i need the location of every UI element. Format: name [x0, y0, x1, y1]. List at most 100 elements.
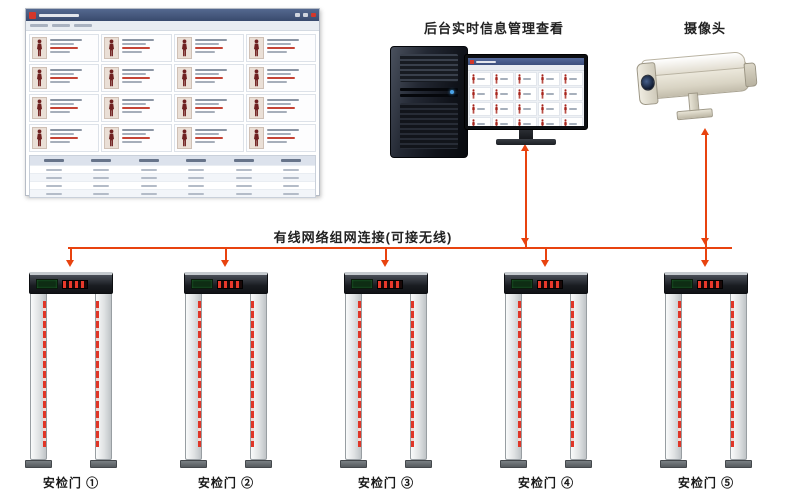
text-skeleton-line — [266, 137, 295, 139]
monitor-screen — [464, 54, 588, 130]
window-titlebar — [26, 9, 319, 21]
record-text-lines — [266, 67, 299, 89]
text-skeleton-line — [266, 99, 299, 101]
monitor-record-cell — [515, 102, 537, 116]
text-skeleton-line — [194, 43, 219, 45]
record-cell — [29, 124, 100, 152]
monitor-stand-base — [496, 139, 556, 145]
monitor-record-cell — [515, 117, 537, 126]
text-skeleton-line — [50, 129, 82, 131]
server-vents — [400, 54, 458, 82]
monitor-record-cell — [561, 87, 583, 101]
text-skeleton-line — [50, 77, 78, 79]
text-skeleton-line — [266, 73, 291, 75]
monitor-record-cell — [538, 87, 560, 101]
cell-skeleton — [188, 192, 205, 195]
table-header — [30, 156, 315, 165]
text-skeleton-line — [50, 43, 74, 45]
arrowhead-down-icon — [221, 260, 229, 267]
text-skeleton-line — [50, 107, 78, 109]
monitor-record-cell — [492, 102, 514, 116]
record-cell — [101, 124, 172, 152]
gate-right-panel — [730, 292, 747, 460]
gate-right-panel — [570, 292, 587, 460]
text-skeleton-line — [266, 43, 291, 45]
camera-bracket-base — [676, 108, 714, 121]
gate-label: 安检门 ② — [197, 476, 255, 490]
person-thumbnail — [104, 67, 120, 89]
gate-led-strip — [518, 301, 521, 447]
text-skeleton-line — [50, 99, 82, 101]
gate-control-panel — [344, 272, 428, 294]
arrowhead-down-icon — [701, 238, 709, 245]
monitor-record-cell — [469, 117, 491, 126]
person-thumbnail — [176, 67, 192, 89]
column-header-skeleton — [91, 159, 112, 162]
arrowhead-down-icon — [701, 260, 709, 267]
person-thumbnail — [32, 67, 47, 89]
record-cell — [245, 94, 316, 122]
monitor-record-cell — [492, 117, 514, 126]
person-thumbnail — [176, 37, 192, 59]
record-text-lines — [50, 67, 82, 89]
person-thumbnail — [176, 127, 192, 149]
text-skeleton-line — [122, 81, 143, 83]
table-row — [30, 173, 315, 181]
text-skeleton-line — [122, 51, 143, 53]
cell-skeleton — [45, 176, 62, 179]
text-skeleton-line — [194, 103, 219, 105]
table-rows — [30, 165, 315, 197]
monitor-record-cell — [469, 72, 491, 86]
gate-control-panel — [504, 272, 588, 294]
text-skeleton-line — [50, 103, 74, 105]
network-label: 有线网络组网连接(可接无线) — [273, 230, 453, 245]
text-skeleton-line — [50, 69, 82, 71]
security-gate — [180, 272, 272, 468]
record-cell — [173, 124, 244, 152]
gate-display — [671, 279, 693, 289]
text-skeleton-line — [194, 141, 215, 143]
text-skeleton-line — [266, 141, 287, 143]
window-toolbar — [26, 21, 319, 31]
text-skeleton-line — [194, 77, 223, 79]
cell-skeleton — [235, 176, 252, 179]
gate-led-strip — [731, 301, 734, 447]
gate-foot — [565, 460, 592, 468]
cell-skeleton — [283, 176, 300, 179]
column-header-skeleton — [233, 159, 254, 162]
arrowhead-down-icon — [541, 260, 549, 267]
gate-display — [511, 279, 533, 289]
gate-left-panel — [345, 292, 362, 460]
gate-foot — [660, 460, 687, 468]
management-software-screenshot — [25, 8, 320, 198]
gate-label: 安检门 ③ — [357, 476, 415, 490]
gate-display — [351, 279, 373, 289]
record-text-lines — [122, 127, 155, 149]
gate-led-strip — [571, 301, 574, 447]
toolbar-skeleton — [30, 24, 48, 27]
text-skeleton-line — [50, 141, 70, 143]
monitor-record-cell — [515, 72, 537, 86]
security-gate — [340, 272, 432, 468]
text-skeleton-line — [122, 73, 147, 75]
gate-control-panel — [184, 272, 268, 294]
record-cell — [29, 94, 100, 122]
monitor-record-cell — [561, 72, 583, 86]
monitor-record-cell — [538, 117, 560, 126]
cell-skeleton — [93, 176, 110, 179]
arrowhead-down-icon — [66, 260, 74, 267]
cell-skeleton — [140, 168, 157, 171]
shot-grid — [29, 34, 316, 152]
text-skeleton-line — [50, 47, 78, 49]
person-thumbnail — [104, 127, 120, 149]
gate-left-panel — [505, 292, 522, 460]
column-header-skeleton — [138, 159, 159, 162]
toolbar-skeleton — [52, 24, 70, 27]
column-header-skeleton — [186, 159, 207, 162]
cctv-camera — [636, 48, 768, 140]
record-cell — [101, 64, 172, 92]
cell-skeleton — [93, 168, 110, 171]
cell-skeleton — [235, 192, 252, 195]
text-skeleton-line — [50, 51, 70, 53]
cell-skeleton — [93, 192, 110, 195]
